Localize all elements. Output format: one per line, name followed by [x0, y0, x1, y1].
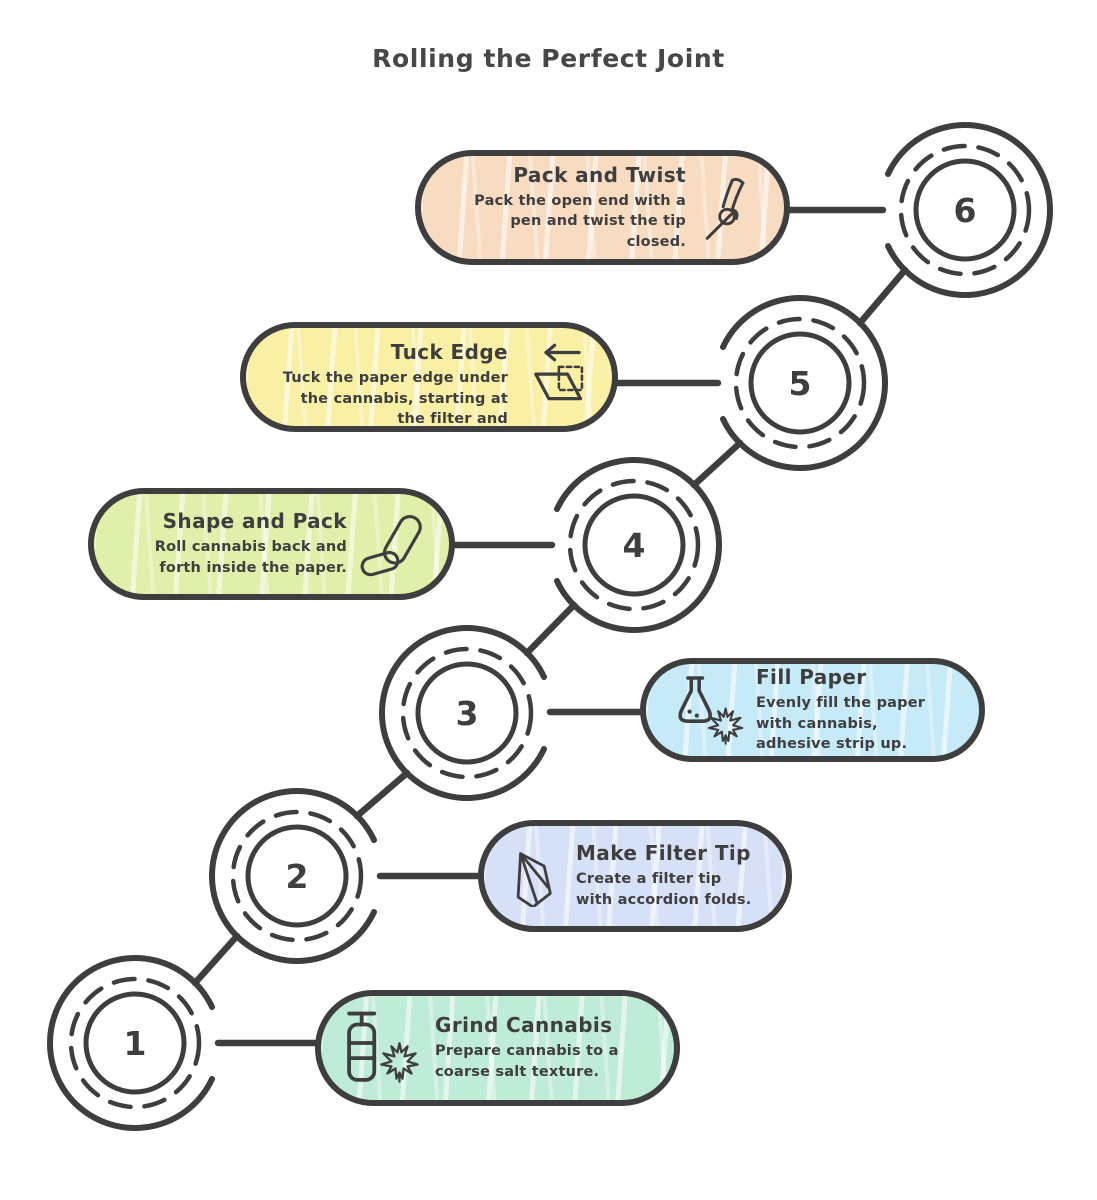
step-2-description: Create a filter tip with accordion folds…	[576, 871, 752, 908]
step-5-text: Tuck Edge Tuck the paper edge under the …	[272, 328, 508, 428]
step-5-description: Tuck the paper edge under the cannabis, …	[282, 370, 508, 428]
step-3-title: Fill Paper	[756, 665, 867, 690]
tuck-arrow-icon	[534, 343, 584, 401]
dashed-ring	[567, 478, 701, 612]
dashed-ring	[68, 976, 202, 1110]
page-title: Rolling the Perfect Joint	[372, 44, 725, 73]
horizontal-connectors	[214, 206, 887, 1047]
step-4-title: Shape and Pack	[162, 509, 347, 534]
step-circle-6: 6	[885, 122, 1053, 298]
inner-ring	[748, 331, 852, 435]
connector-line-5-6	[856, 266, 909, 327]
outer-ring	[379, 625, 547, 801]
step-2-text: Make Filter Tip Create a filter tip with…	[576, 841, 762, 910]
step-3-card: Fill Paper Evenly fill the paper with ca…	[640, 658, 985, 762]
grinder-leaf-icon	[347, 1011, 419, 1083]
connector-line-4-5	[690, 439, 744, 489]
step-6-text: Pack and Twist Pack the open end with a …	[447, 163, 686, 253]
flask-leaf-icon	[678, 676, 744, 745]
accordion-fold-icon	[516, 852, 552, 907]
step-6-title: Pack and Twist	[513, 162, 686, 187]
step-number-2: 2	[286, 857, 309, 896]
step-circle-4: 4	[554, 457, 722, 633]
step-number-6: 6	[954, 191, 977, 230]
inner-ring	[83, 991, 187, 1095]
diagonal-connectors	[191, 266, 909, 987]
step-1-text: Grind Cannabis Prepare cannabis to a coa…	[435, 1013, 650, 1082]
step-number-3: 3	[456, 694, 479, 733]
connector-line-2-3	[353, 769, 411, 820]
step-1-card: Grind Cannabis Prepare cannabis to a coa…	[315, 990, 680, 1106]
step-5-card: Tuck Edge Tuck the paper edge under the …	[240, 322, 618, 432]
dashed-ring	[898, 143, 1032, 277]
step-4-description: Roll cannabis back and forth inside the …	[154, 539, 347, 576]
inner-ring	[913, 158, 1017, 262]
hand-pen-icon	[705, 177, 745, 240]
dashed-ring	[230, 809, 364, 943]
step-circle-1: 1	[47, 955, 215, 1131]
step-number-5: 5	[789, 364, 812, 403]
step-circle-3: 3	[379, 625, 547, 801]
step-2-card: Make Filter Tip Create a filter tip with…	[478, 820, 792, 932]
outer-ring	[554, 457, 722, 633]
dashed-ring	[733, 316, 867, 450]
step-number-1: 1	[124, 1024, 147, 1063]
step-1-description: Prepare cannabis to a coarse salt textur…	[435, 1043, 619, 1080]
step-circle-2: 2	[209, 788, 377, 964]
step-6-description: Pack the open end with a pen and twist t…	[474, 192, 686, 250]
step-3-description: Evenly fill the paper with cannabis, adh…	[756, 695, 926, 753]
step-4-card: Shape and Pack Roll cannabis back and fo…	[88, 488, 455, 600]
step-3-text: Fill Paper Evenly fill the paper with ca…	[756, 665, 955, 755]
connector-line-1-2	[191, 932, 241, 987]
step-4-text: Shape and Pack Roll cannabis back and fo…	[120, 509, 347, 578]
step-1-title: Grind Cannabis	[435, 1013, 613, 1038]
inner-ring	[415, 661, 519, 765]
outer-ring	[885, 122, 1053, 298]
rolled-joint-icon	[360, 514, 422, 577]
step-2-title: Make Filter Tip	[576, 841, 751, 866]
outer-ring	[720, 295, 888, 471]
step-6-card: Pack and Twist Pack the open end with a …	[415, 150, 790, 265]
connector-line-3-4	[523, 601, 578, 657]
inner-ring	[582, 493, 686, 597]
dashed-ring	[400, 646, 534, 780]
step-circle-5: 5	[720, 295, 888, 471]
inner-ring	[245, 824, 349, 928]
outer-ring	[209, 788, 377, 964]
step-number-4: 4	[623, 526, 646, 565]
step-5-title: Tuck Edge	[390, 340, 508, 364]
outer-ring	[47, 955, 215, 1131]
